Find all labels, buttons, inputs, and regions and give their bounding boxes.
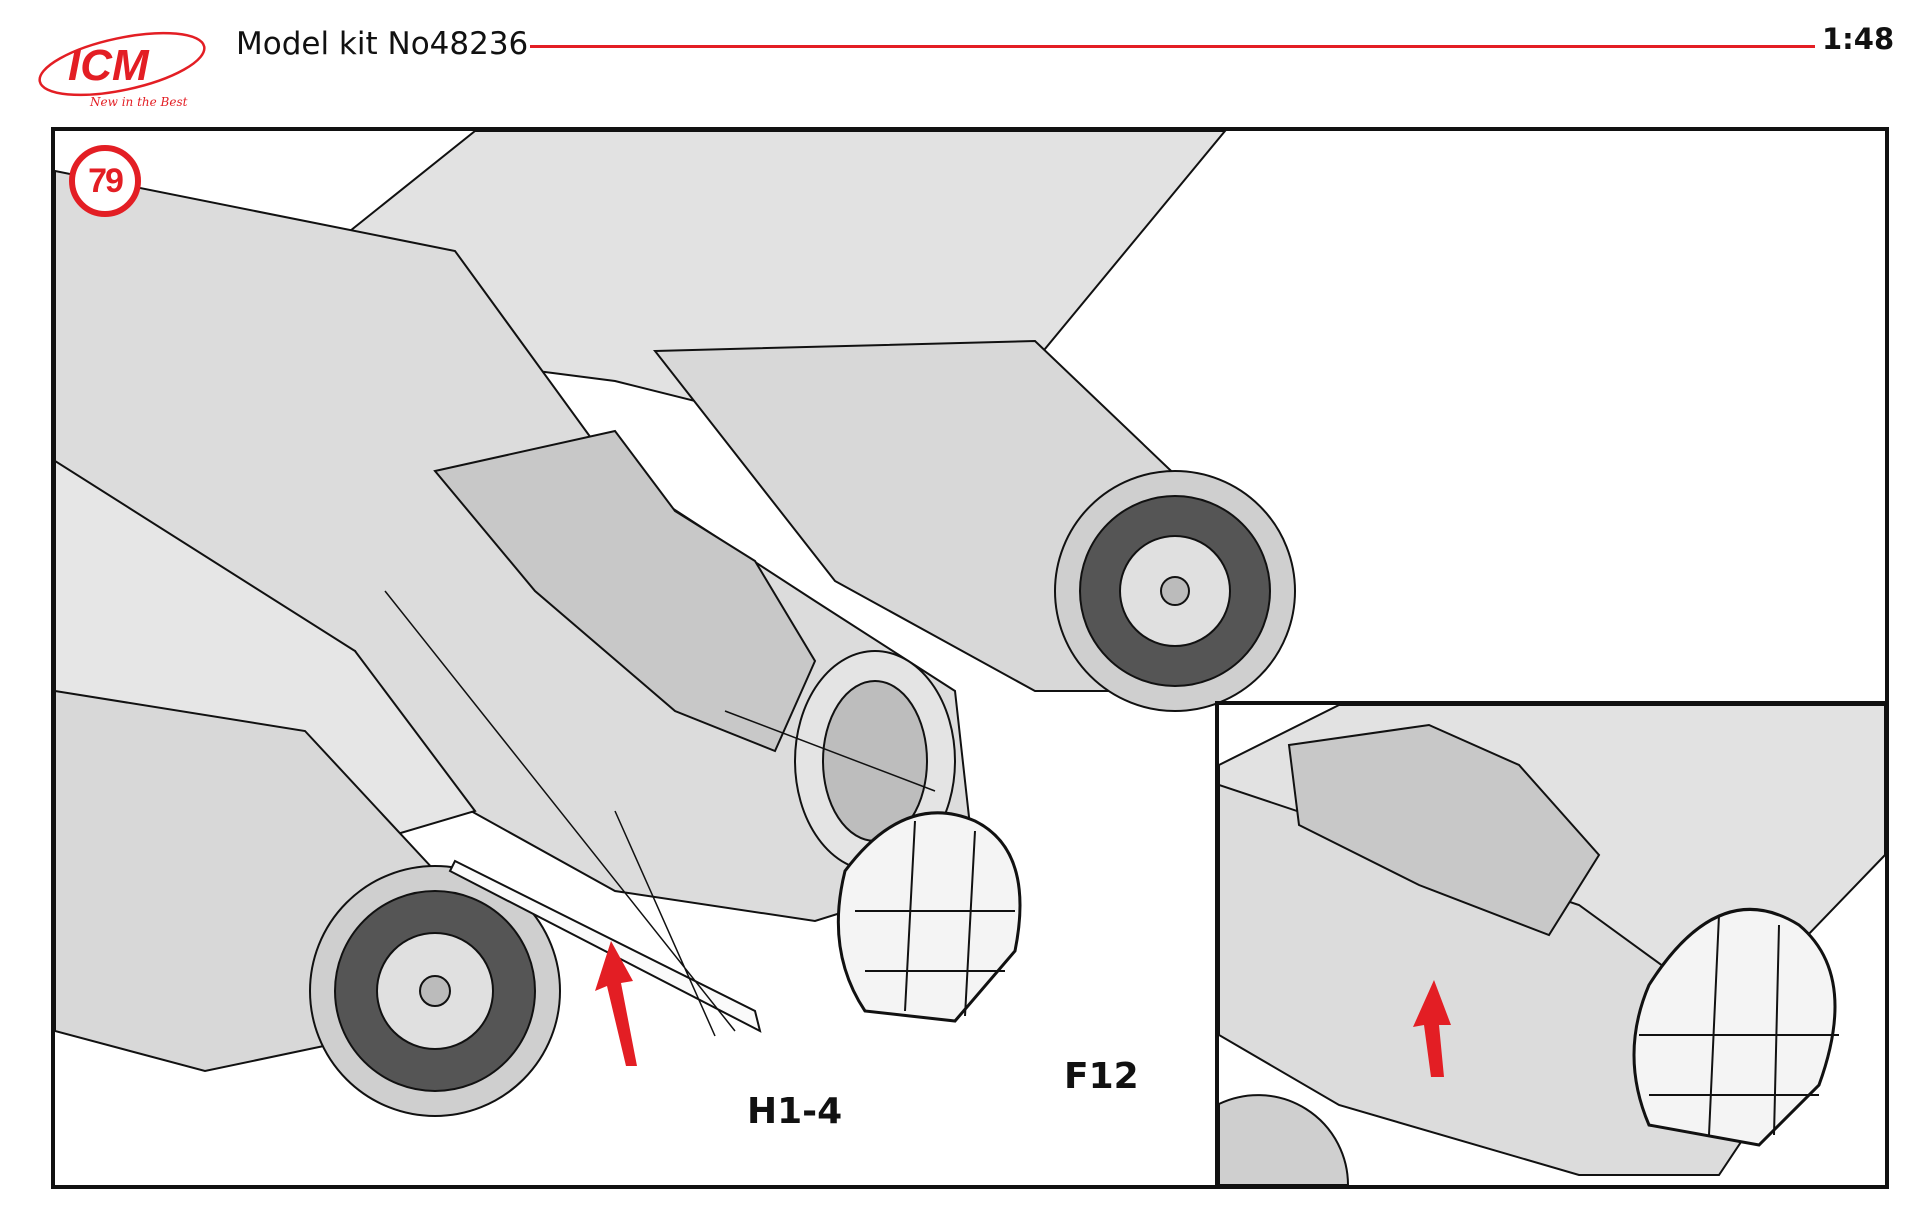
assembly-step-frame: 79 H1-4 F12	[51, 127, 1889, 1189]
scale-label: 1:48	[1822, 22, 1895, 56]
svg-text:ICM: ICM	[68, 41, 150, 90]
step-number-badge: 79	[69, 145, 141, 217]
part-label-f12: F12	[1064, 1056, 1139, 1097]
icm-logo: ICM New in the Best	[30, 18, 210, 110]
inset-drawing	[1219, 705, 1885, 1185]
part-label-h1-4: H1-4	[747, 1091, 843, 1132]
header-rule	[530, 45, 1815, 48]
page-title: Model kit No48236	[236, 26, 529, 62]
aircraft-drawing	[55, 131, 1296, 1117]
red-arrows	[595, 941, 637, 1066]
result-inset	[1215, 701, 1885, 1185]
svg-text:New in the Best: New in the Best	[89, 95, 188, 109]
